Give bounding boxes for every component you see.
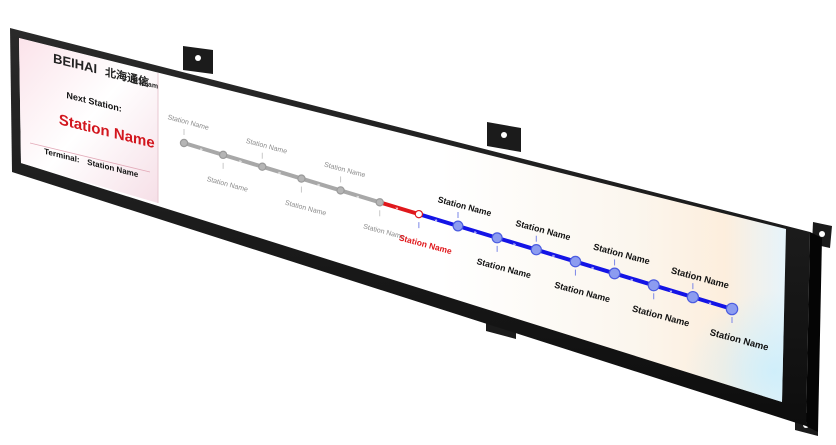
- direction-arrow: »: [513, 242, 516, 248]
- direction-arrow: »: [552, 254, 555, 260]
- direction-arrow: »: [474, 230, 477, 236]
- route-segment: [612, 271, 656, 288]
- direction-arrow: »: [317, 183, 320, 189]
- station-marker: [375, 198, 384, 207]
- direction-arrow: »: [278, 171, 281, 177]
- direction-arrow: »: [434, 218, 437, 224]
- station-marker: [179, 138, 189, 148]
- station-marker: [452, 220, 464, 232]
- station-marker: [297, 174, 306, 183]
- info-panel-separator: [29, 142, 151, 173]
- station-marker: [414, 209, 424, 219]
- direction-arrow: »: [356, 194, 359, 200]
- route-segment: [182, 141, 226, 157]
- route-segment: [338, 188, 382, 205]
- route-segment: [495, 235, 539, 252]
- direction-arrow: »: [669, 289, 672, 295]
- station-marker: [218, 150, 228, 160]
- station-marker: [258, 162, 267, 171]
- station-marker: [725, 302, 739, 316]
- station-marker: [491, 232, 503, 244]
- info-panel: [19, 38, 158, 203]
- route-segment: [690, 295, 734, 311]
- route-segment: [456, 224, 500, 240]
- direction-arrow: »: [200, 147, 203, 153]
- route-segment: [377, 200, 421, 217]
- route-segment: [416, 212, 460, 228]
- route-segment: [221, 152, 265, 169]
- route-segment: [573, 259, 617, 276]
- display-housing-edge: [806, 232, 822, 432]
- station-marker: [686, 290, 700, 304]
- direction-arrow: »: [630, 277, 633, 283]
- station-marker: [608, 267, 621, 280]
- direction-arrow: »: [395, 206, 398, 212]
- station-marker: [569, 255, 582, 268]
- route-segment: [651, 283, 695, 300]
- direction-arrow: »: [591, 266, 594, 272]
- station-marker: [336, 186, 345, 195]
- route-segment: [534, 247, 578, 264]
- route-segment: [299, 176, 343, 193]
- direction-arrow: »: [708, 301, 711, 307]
- mounting-bracket-top-center: [487, 122, 521, 152]
- station-marker: [530, 244, 542, 256]
- mounting-bracket-top-left: [183, 46, 213, 74]
- direction-arrow: »: [239, 159, 242, 165]
- route-segment: [260, 164, 304, 181]
- screen-corner-glow: [560, 200, 786, 402]
- station-marker: [647, 279, 660, 292]
